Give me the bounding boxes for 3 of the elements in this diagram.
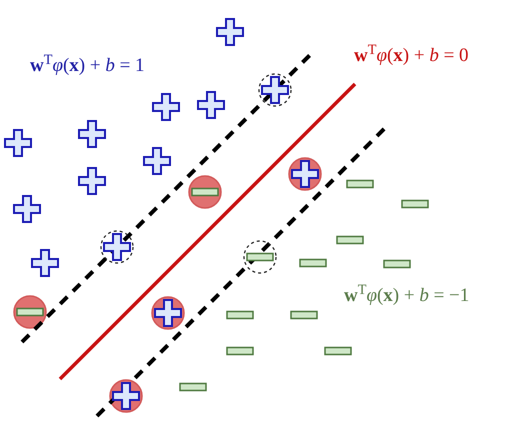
equation-label: w$^{T}$φ(x) + b = 1 <box>30 56 145 75</box>
equation-label: w$^{T}$φ(x) + b = 0 <box>354 46 469 65</box>
equation-label: w$^{T}$φ(x) + b = −1 <box>344 286 470 305</box>
